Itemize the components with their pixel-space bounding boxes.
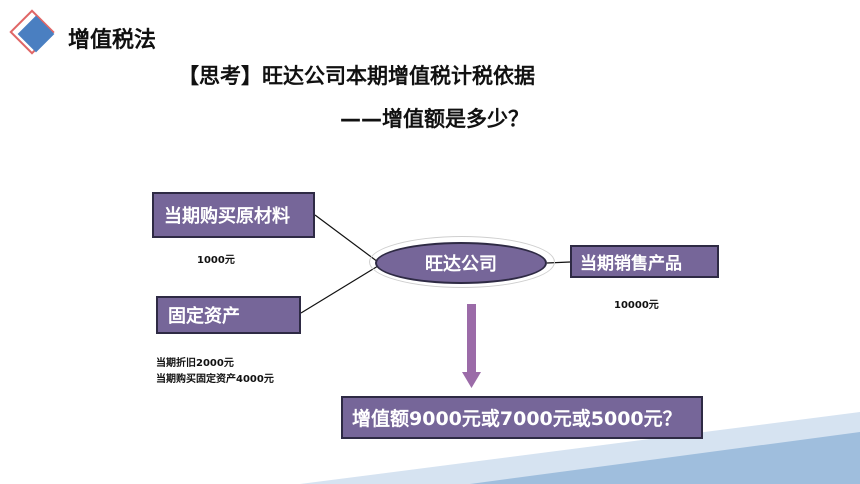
company-node: 旺达公司 [375, 242, 547, 284]
section-title: 增值税法 [68, 28, 157, 53]
company-node-halo [369, 236, 555, 288]
question-line-2: ——增值额是多少？ [340, 107, 529, 131]
assets-purchase-note: 当期购买固定资产4000元 [156, 374, 274, 385]
connector-assets-to-company [300, 265, 379, 314]
sales-amount: 10000元 [614, 300, 659, 311]
output-sales-box: 当期销售产品 [570, 245, 719, 278]
input-fixed-assets-box: 固定资产 [156, 296, 301, 334]
assets-depreciation-note: 当期折旧2000元 [156, 358, 234, 369]
connector-materials-to-company [314, 214, 379, 263]
result-box: 增值额9000元或7000元或5000元？ [341, 396, 703, 439]
header-logo-icon [9, 9, 55, 55]
input-materials-box: 当期购买原材料 [152, 192, 315, 238]
question-line-1: 【思考】旺达公司本期增值税计税依据 [178, 64, 535, 88]
materials-amount: 1000元 [197, 255, 235, 266]
decorative-band-dark [470, 432, 860, 484]
down-arrow-icon [462, 304, 481, 388]
